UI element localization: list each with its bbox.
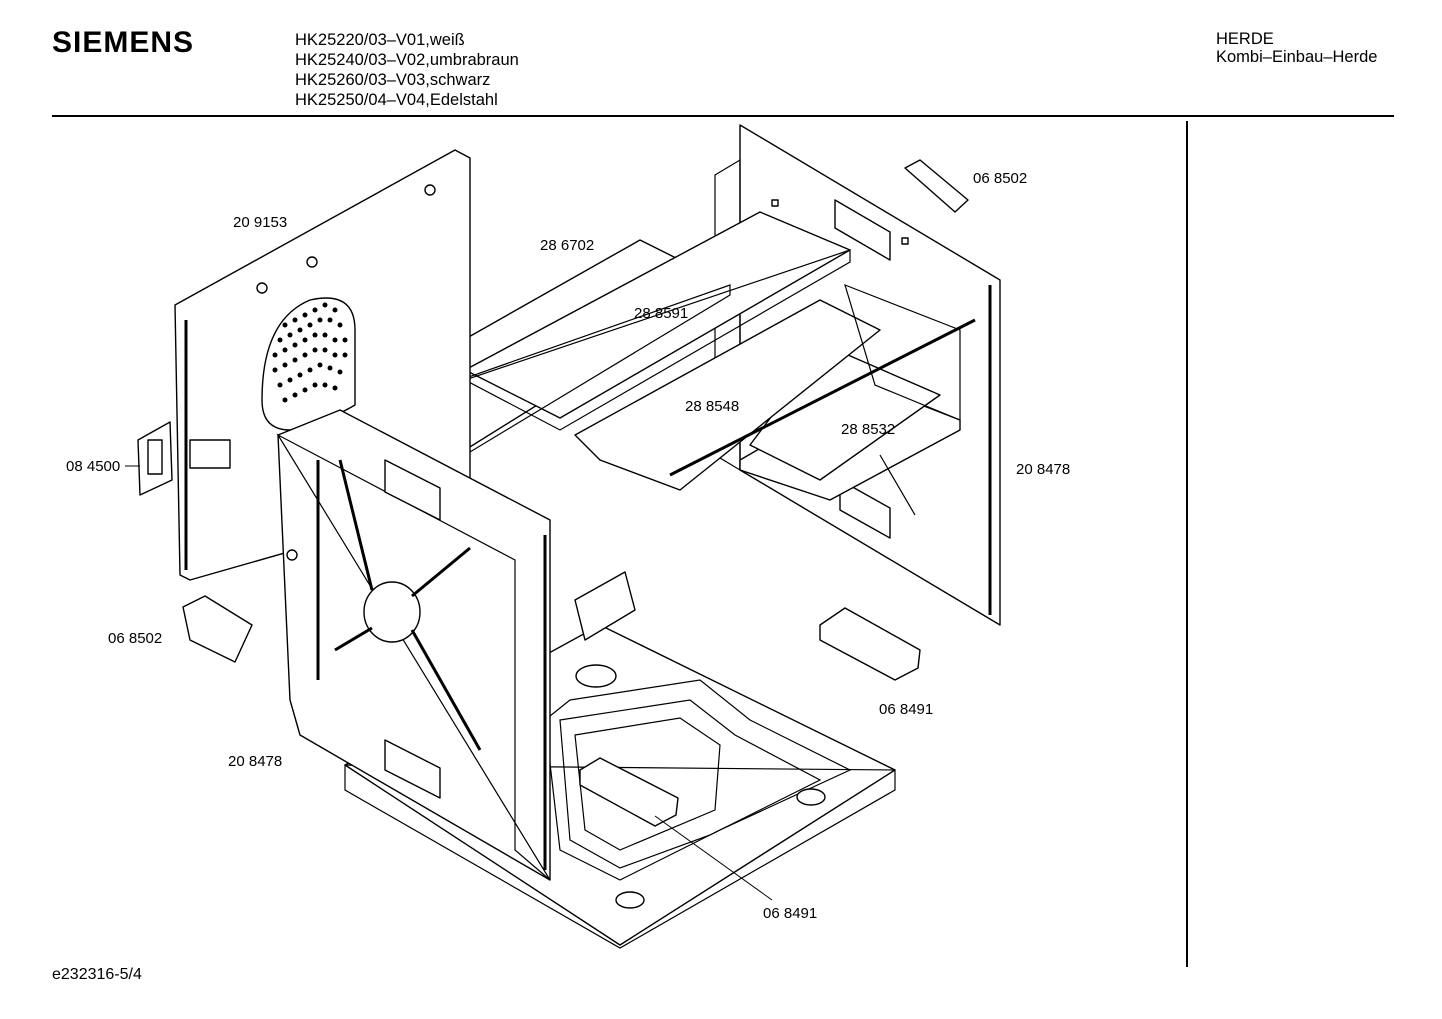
label-hinge-right: 06 8491 [879, 701, 933, 718]
label-socket: 08 4500 [66, 458, 120, 475]
model-list: HK25220/03–V01,weiß HK25240/03–V02,umbra… [295, 30, 519, 110]
model-line: HK25260/03–V03,schwarz [295, 71, 491, 89]
label-tray: 28 8532 [841, 421, 895, 438]
category-subtitle: Kombi–Einbau–Herde [1216, 48, 1378, 66]
label-hinge-bottom: 06 8491 [763, 905, 817, 922]
hinge-bottom [579, 757, 679, 827]
label-handle-top-right: 06 8502 [973, 170, 1027, 187]
label-handle-left: 06 8502 [108, 630, 162, 647]
category-title: HERDE [1216, 30, 1274, 48]
handle-top-right [904, 159, 969, 213]
label-top-shelf-rear: 28 6702 [540, 237, 594, 254]
fan-grille [272, 302, 348, 403]
side-divider [1186, 121, 1188, 967]
header-divider [52, 115, 1394, 117]
model-line: HK25220/03–V01,weiß [295, 31, 465, 49]
leader-lines [125, 465, 773, 901]
label-side-wall-left: 20 8478 [228, 753, 282, 770]
model-line: HK25250/04–V04,Edelstahl [295, 91, 498, 109]
document-number: e232316-5/4 [52, 966, 142, 983]
side-wall-left [276, 409, 551, 881]
category-block: HERDE Kombi–Einbau–Herde [1216, 30, 1377, 66]
label-rear-panel: 20 9153 [233, 214, 287, 231]
handle-left [182, 595, 253, 663]
label-side-wall-right: 20 8478 [1016, 461, 1070, 478]
hinge-right [819, 607, 921, 681]
label-top-shelf-front: 28 8591 [634, 305, 688, 322]
tray-assembly [574, 283, 976, 516]
socket-connector [137, 421, 231, 496]
model-line: HK25240/03–V02,umbrabraun [295, 51, 519, 69]
brand-logo: SIEMENS [52, 26, 195, 59]
label-rack-guide: 28 8548 [685, 398, 739, 415]
